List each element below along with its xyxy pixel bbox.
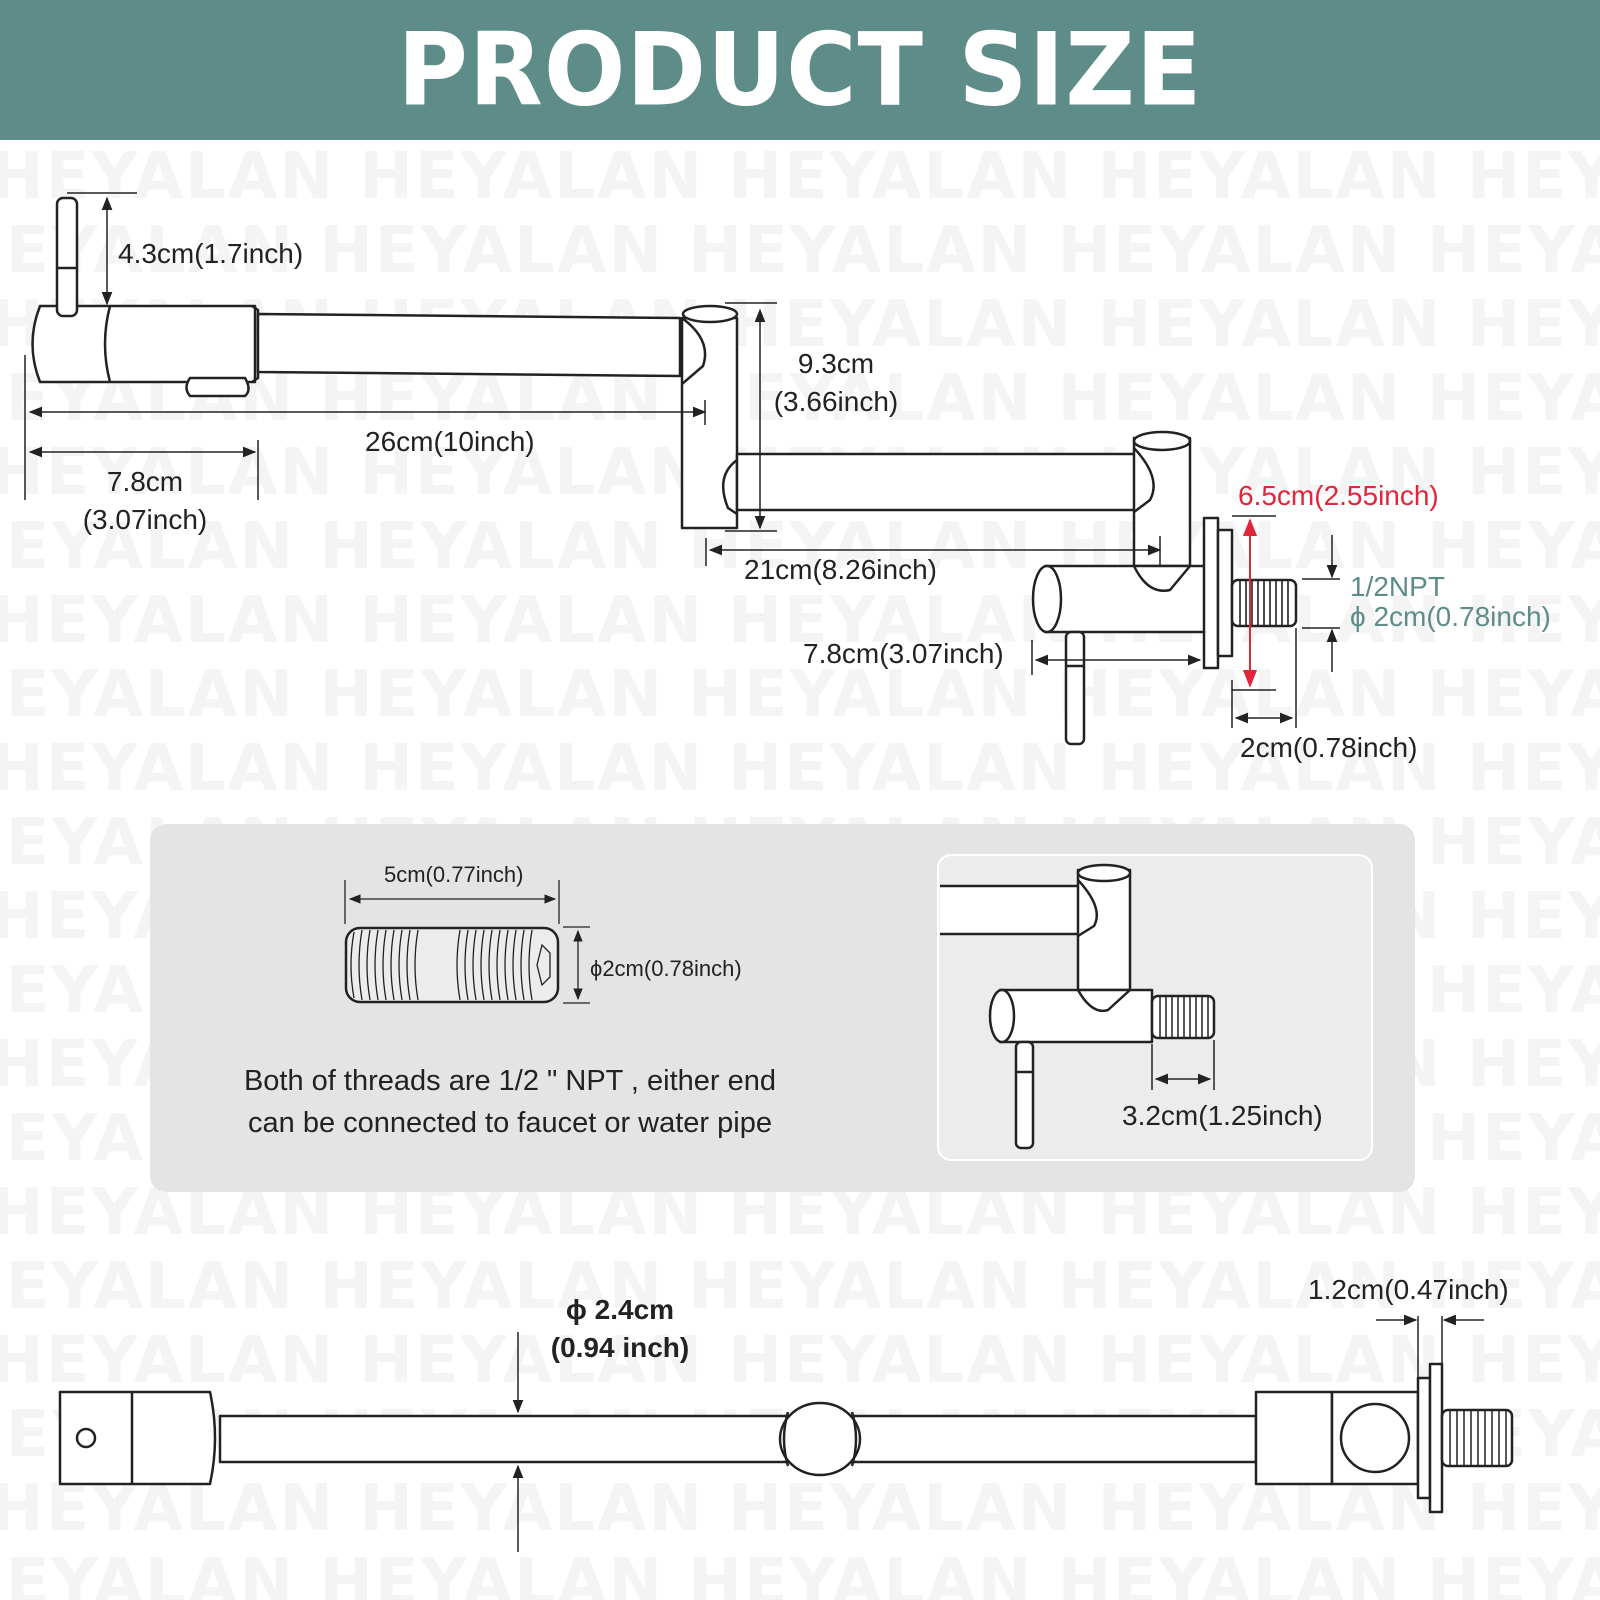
watermark-row: HEYALAN HEYALAN HEYALAN HEYALAN HEYALAN … (0, 658, 1600, 732)
watermark-row: HEYALAN HEYALAN HEYALAN HEYALAN HEYALAN … (0, 1324, 1600, 1398)
thread-diameter-label: ϕ 2cm(0.78inch) (1350, 601, 1551, 632)
swivel-joint-drawing (680, 304, 739, 530)
pipe-diameter-value-label: ϕ 2.4cm (565, 1294, 675, 1325)
handle-height-label: 4.3cm(1.7inch) (118, 238, 304, 269)
thread-note-line-1: Both of threads are 1/2 " NPT , either e… (243, 1065, 777, 1097)
flange-height-label: 6.5cm(2.55inch) (1238, 480, 1439, 511)
watermark-row: HEYALAN HEYALAN HEYALAN HEYALAN HEYALAN … (0, 732, 1600, 806)
thread-length-label: 2cm(0.78inch) (1240, 732, 1418, 763)
nipple-diameter-label: ϕ2cm(0.78inch) (590, 956, 742, 981)
watermark-row: HEYALAN HEYALAN HEYALAN HEYALAN HEYALAN … (0, 140, 1600, 214)
watermark-row: HEYALAN HEYALAN HEYALAN HEYALAN HEYALAN … (0, 1250, 1600, 1324)
pipe-diameter-inch-label: (0.94 inch) (550, 1332, 690, 1363)
thread-note-text: Both of threads are 1/2 " NPT , either e… (190, 1060, 830, 1144)
lower-arm-drawing (735, 430, 1192, 568)
inset-valve-drawing (940, 863, 1216, 1150)
body-length-value-label: 7.8cm (106, 466, 184, 497)
page-title: PRODUCT SIZE (397, 11, 1203, 129)
bottom-side-view-drawing (58, 1362, 1514, 1514)
threaded-nipple-drawing (344, 926, 560, 1004)
watermark-row: HEYALAN HEYALAN HEYALAN HEYALAN HEYALAN … (0, 1546, 1600, 1600)
second-arm-length-label: 21cm(8.26inch) (744, 554, 937, 585)
nipple-length-label: 5cm(0.77inch) (384, 862, 524, 887)
valve-length-label: 7.8cm(3.07inch) (803, 638, 1004, 669)
header-banner: PRODUCT SIZE (0, 0, 1600, 140)
flange-thickness-label: 1.2cm(0.47inch) (1308, 1274, 1509, 1305)
joint-height-value-label: 9.3cm (797, 348, 875, 379)
inset-thread-length-label: 3.2cm(1.25inch) (1122, 1100, 1323, 1131)
body-length-inch-label: (3.07inch) (82, 504, 208, 535)
thread-type-label: 1/2NPT (1350, 571, 1445, 602)
arm-length-label: 26cm(10inch) (365, 426, 535, 457)
watermark-row: HEYALAN HEYALAN HEYALAN HEYALAN HEYALAN … (0, 584, 1600, 658)
watermark-row: HEYALAN HEYALAN HEYALAN HEYALAN HEYALAN … (0, 362, 1600, 436)
watermark-row: HEYALAN HEYALAN HEYALAN HEYALAN HEYALAN … (0, 214, 1600, 288)
joint-height-inch-label: (3.66inch) (773, 386, 899, 417)
thread-note-line-2: can be connected to faucet or water pipe (248, 1107, 772, 1139)
upper-arm-drawing (31, 196, 682, 398)
